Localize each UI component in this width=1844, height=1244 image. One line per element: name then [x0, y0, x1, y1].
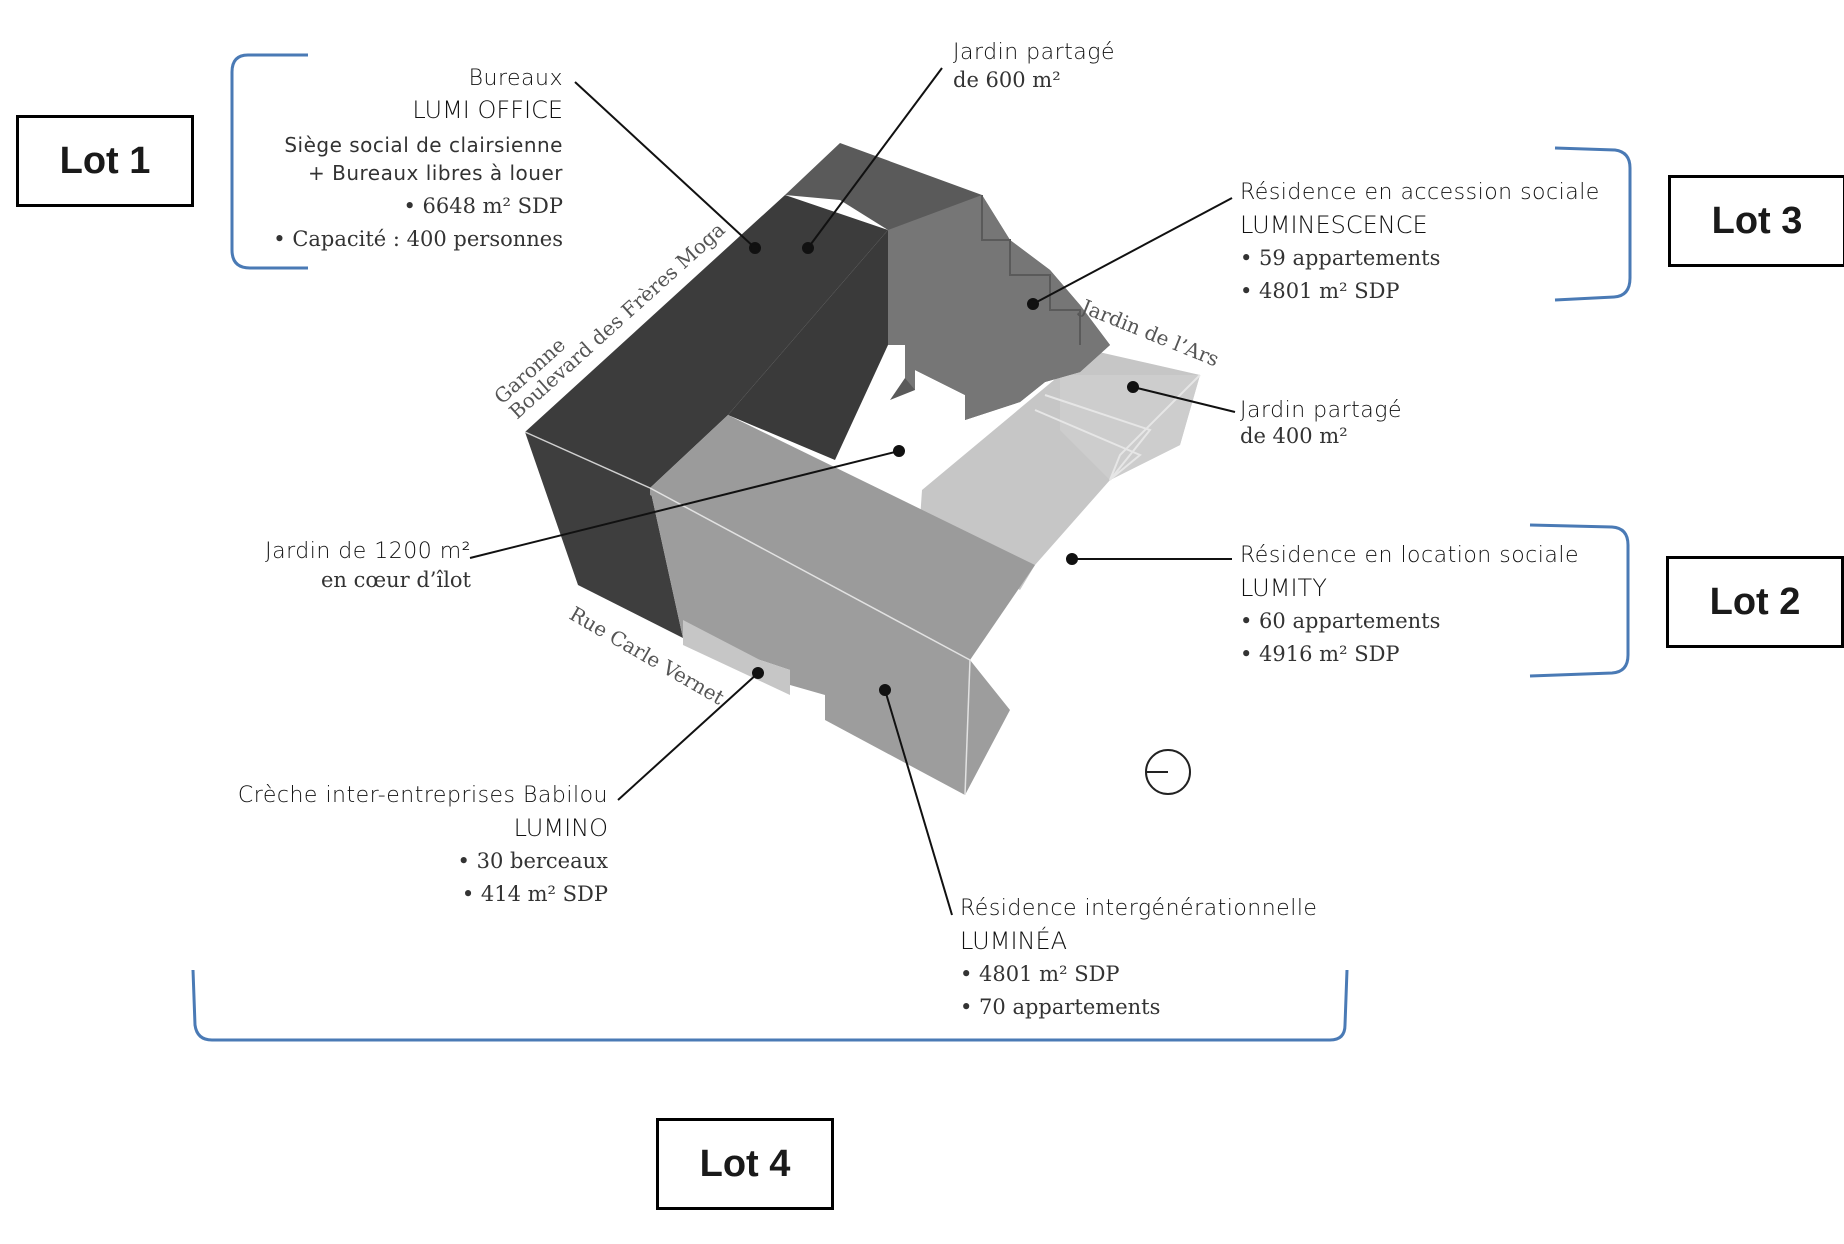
lot2-bracket	[1529, 523, 1630, 678]
lot3-box: Lot 3	[1668, 175, 1844, 267]
accession-title: Résidence en accession sociale	[1240, 180, 1600, 205]
accession-name: LUMINESCENCE	[1240, 211, 1428, 239]
bureaux-line1: Siège social de clairsienne	[284, 133, 563, 157]
creche-line1: • 30 berceaux	[457, 849, 608, 873]
building-lumi-office	[525, 195, 888, 488]
lot1-bracket	[230, 53, 308, 270]
lot3-bracket	[1554, 146, 1632, 302]
bureaux-line4: • Capacité : 400 personnes	[273, 227, 563, 251]
lumi-office-front	[525, 432, 683, 638]
intergen-name: LUMINÉA	[960, 927, 1068, 955]
jardin1200-sub: en cœur d’îlot	[320, 568, 471, 592]
intergen-line2: • 70 appartements	[960, 995, 1161, 1019]
lot4-box: Lot 4	[656, 1118, 834, 1210]
intergen-line1: • 4801 m² SDP	[960, 962, 1120, 986]
jardin600-title: Jardin partagé	[953, 40, 1115, 65]
terrace-lines	[1044, 394, 1152, 481]
jardin400-title: Jardin partagé	[1240, 398, 1402, 423]
creche-base	[683, 620, 790, 695]
bureaux-line3: • 6648 m² SDP	[403, 194, 563, 218]
lumi-office-inner	[728, 230, 888, 460]
creche-line2: • 414 m² SDP	[461, 882, 608, 906]
lot2-box: Lot 2	[1666, 556, 1844, 648]
luminescence-face	[888, 195, 1110, 420]
building-luminea	[650, 415, 1035, 660]
creche-name: LUMINO	[513, 814, 608, 842]
bureaux-title: Bureaux	[468, 66, 563, 91]
accession-line1: • 59 appartements	[1240, 246, 1441, 270]
location-name: LUMITY	[1240, 574, 1327, 602]
jardin600-sub: de 600 m²	[953, 68, 1061, 92]
location-title: Résidence en location sociale	[1240, 543, 1579, 568]
intergen-title: Résidence intergénérationnelle	[960, 896, 1318, 921]
bureaux-name: LUMI OFFICE	[412, 96, 563, 124]
stair-edges	[981, 195, 1081, 345]
lot1-box: Lot 1	[16, 115, 194, 207]
jardin-400-terraces	[1060, 375, 1200, 480]
location-line1: • 60 appartements	[1240, 609, 1441, 633]
creche-title: Crèche inter-entreprises Babilou	[237, 783, 608, 808]
jardin400-sub: de 400 m²	[1240, 424, 1348, 448]
accession-line2: • 4801 m² SDP	[1240, 279, 1400, 303]
jardin1200-title: Jardin de 1200 m²	[265, 539, 471, 564]
lot4-bracket	[191, 969, 1349, 1042]
bureaux-line2: + Bureaux libres à louer	[307, 161, 563, 185]
luminea-front	[650, 488, 1010, 795]
location-line2: • 4916 m² SDP	[1240, 642, 1400, 666]
